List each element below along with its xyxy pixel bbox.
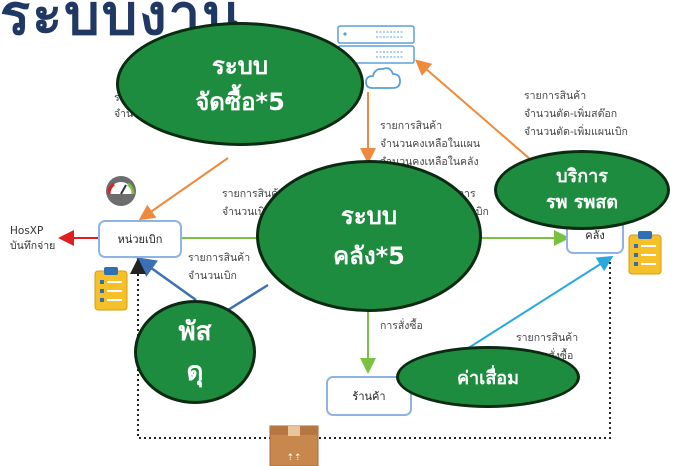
- supplies-line1: พัส: [178, 317, 212, 347]
- hosxp-label: HosXP: [10, 225, 44, 237]
- warehouse-system-ellipse: ระบบ คลัง*5: [256, 160, 482, 312]
- service-line1: บริการ: [556, 166, 608, 187]
- warehouse-line1: ระบบ: [340, 202, 398, 230]
- procurement-line1: ระบบ: [211, 52, 269, 80]
- edge-label: รายการสินค้า: [524, 90, 587, 102]
- edge-label: รายการสินค้า: [380, 120, 443, 132]
- edge-label: การสั่งซื้อ: [380, 320, 423, 332]
- unit-node: หน่วยเบิก: [98, 220, 182, 258]
- arrow-center-to-supplies: [227, 283, 269, 312]
- edge-label: ร: [114, 92, 120, 104]
- store-node: ร้านค้า: [326, 376, 412, 416]
- edge-label: รายการสินค้า: [516, 332, 579, 344]
- service-line2: รพ รพสต: [545, 192, 618, 213]
- hosxp-record-label: บันทึกจ่าย: [10, 240, 56, 252]
- arrow-supplies-to-unit: [135, 257, 197, 302]
- clipboard-icon: [94, 267, 128, 311]
- edge-label: รายการสินค้า: [188, 252, 251, 264]
- edge-label: จำนวนเบิก: [188, 270, 237, 282]
- svg-text:⇡⇡: ⇡⇡: [286, 453, 301, 463]
- supplies-ellipse: พัส ดุ: [134, 300, 256, 404]
- depreciation-label: ค่าเสื่อม: [457, 367, 519, 389]
- edge-label: จำนวนตัด-เพิ่มแผนเบิก: [524, 126, 628, 138]
- edge-label: จำนวนเบิก: [222, 206, 271, 218]
- edge-label: รายการสินค้า: [222, 188, 285, 200]
- edge-label: จำนวนตัด-เพิ่มสต๊อก: [524, 108, 618, 120]
- warehouse-line2: คลัง*5: [333, 242, 405, 270]
- supplies-line2: ดุ: [186, 357, 204, 387]
- service-ellipse: บริการ รพ รพสต: [494, 150, 670, 230]
- clipboard-icon: [628, 231, 662, 275]
- arrow-procurement-to-unit: [138, 157, 229, 221]
- edge-label: จำนวนคงเหลือในแผน: [380, 138, 481, 150]
- procurement-system-ellipse: ระบบ จัดซื้อ*5: [116, 22, 364, 146]
- depreciation-ellipse: ค่าเสื่อม: [396, 346, 580, 408]
- package-box-icon: ⇡⇡: [269, 425, 319, 466]
- gauge-icon: [106, 176, 136, 206]
- procurement-line2: จัดซื้อ*5: [195, 88, 285, 116]
